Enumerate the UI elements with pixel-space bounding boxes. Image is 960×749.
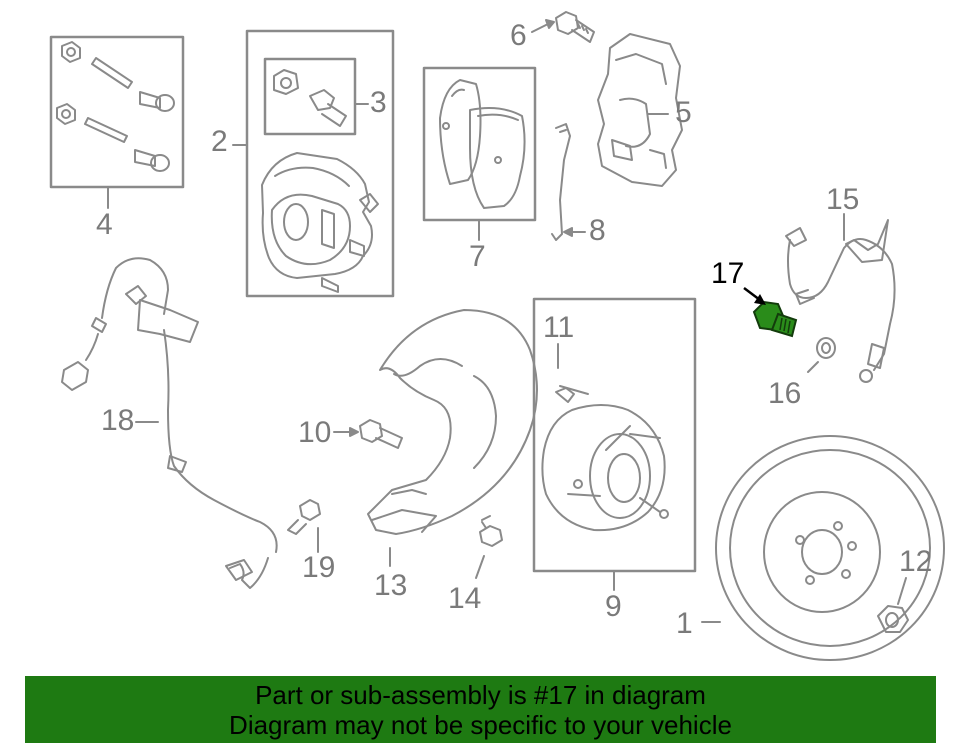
callout-19: 19 bbox=[302, 551, 336, 584]
callout-18: 18 bbox=[101, 404, 135, 437]
brake-rotor-icon bbox=[715, 435, 945, 661]
bleeder-screw-icon bbox=[273, 69, 347, 127]
callout-14: 14 bbox=[448, 582, 482, 615]
callout-3: 3 bbox=[370, 86, 387, 119]
callout-4: 4 bbox=[96, 208, 113, 241]
anti-rattle-clip-icon bbox=[551, 123, 571, 241]
caliper-bracket-bolt-icon bbox=[555, 11, 595, 43]
info-banner: Part or sub-assembly is #17 in diagram D… bbox=[25, 676, 936, 743]
splash-shield-icon bbox=[367, 309, 538, 535]
splash-shield-stud-icon bbox=[479, 515, 503, 547]
callout-1: 1 bbox=[676, 607, 693, 640]
wheel-hub-bearing-icon bbox=[541, 385, 669, 532]
splash-shield-bolt-icon bbox=[359, 419, 403, 449]
callout-15: 15 bbox=[826, 183, 860, 216]
brake-pads-icon bbox=[439, 79, 526, 209]
callout-17: 17 bbox=[711, 257, 745, 290]
callout-13: 13 bbox=[374, 569, 408, 602]
highlighted-part-17-bolt-icon bbox=[752, 300, 798, 338]
callout-12: 12 bbox=[899, 545, 933, 578]
callout-2: 2 bbox=[211, 125, 228, 158]
callout-6: 6 bbox=[510, 19, 527, 52]
callout-7: 7 bbox=[469, 240, 486, 273]
callout-5: 5 bbox=[675, 96, 692, 129]
caliper-bracket-icon bbox=[597, 33, 683, 187]
banner-line-2: Diagram may not be specific to your vehi… bbox=[229, 710, 732, 740]
abs-sensor-bolt-icon bbox=[287, 499, 321, 535]
box-group-3 bbox=[263, 57, 357, 136]
callout-16: 16 bbox=[768, 377, 802, 410]
banner-line-1: Part or sub-assembly is #17 in diagram bbox=[255, 680, 706, 710]
box-group-2 bbox=[245, 29, 395, 298]
brake-caliper-icon bbox=[261, 152, 379, 293]
washer-icon bbox=[816, 337, 836, 359]
brake-hose-icon bbox=[785, 219, 896, 383]
callout-17-arrow bbox=[743, 287, 766, 305]
caliper-guide-pin-kit-icon bbox=[56, 41, 175, 172]
box-group-4 bbox=[49, 35, 185, 189]
callout-10: 10 bbox=[298, 416, 332, 449]
hub-nut-icon bbox=[877, 605, 909, 633]
callout-9: 9 bbox=[605, 590, 622, 623]
abs-sensor-harness-icon bbox=[61, 257, 278, 589]
callout-8: 8 bbox=[589, 214, 606, 247]
callout-11: 11 bbox=[543, 311, 575, 344]
